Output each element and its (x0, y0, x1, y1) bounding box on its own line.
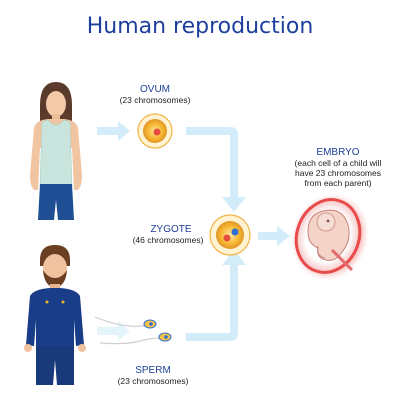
sperm-label: SPERM (135, 365, 171, 376)
arrow-zygote-to-embryo (258, 226, 290, 246)
embryo-note: (each cell of a child will have 23 chrom… (278, 158, 398, 188)
woman-pants (38, 184, 74, 220)
man-shirt (26, 288, 84, 348)
embryo-note-line-1: (each cell of a child will (294, 158, 382, 168)
ovum-label: OVUM (140, 84, 170, 95)
embryo-label: EMBRYO (316, 147, 360, 158)
zygote-nucleus-blue (231, 228, 239, 236)
zygote-label: ZYGOTE (150, 224, 192, 235)
embryo-note-line-2: have 23 chromosomes (295, 168, 381, 178)
zygote-nucleus-red (223, 234, 231, 242)
arrow-woman-to-ovum (97, 121, 130, 141)
sperm-chromosomes: (23 chromosomes) (117, 376, 189, 386)
ovum-cell (137, 113, 173, 149)
arrow-man-to-sperm (97, 321, 130, 341)
man-figure (24, 245, 86, 385)
arrow-ovum-to-zygote (186, 127, 246, 212)
zygote-chromosomes: (46 chromosomes) (132, 235, 204, 245)
ovum-nucleus (153, 128, 161, 136)
zygote-cell (209, 214, 251, 256)
arrow-sperm-to-zygote (186, 250, 246, 341)
page-title: Human reproduction (86, 14, 314, 39)
ovum-chromosomes: (23 chromosomes) (119, 95, 191, 105)
embryo-womb (291, 193, 369, 281)
flow-arrows (97, 121, 290, 341)
man-pants (36, 346, 74, 385)
woman-top (39, 119, 73, 187)
sperm-cells (94, 316, 172, 345)
woman-figure (30, 82, 82, 220)
embryo-note-line-3: from each parent) (304, 178, 372, 188)
